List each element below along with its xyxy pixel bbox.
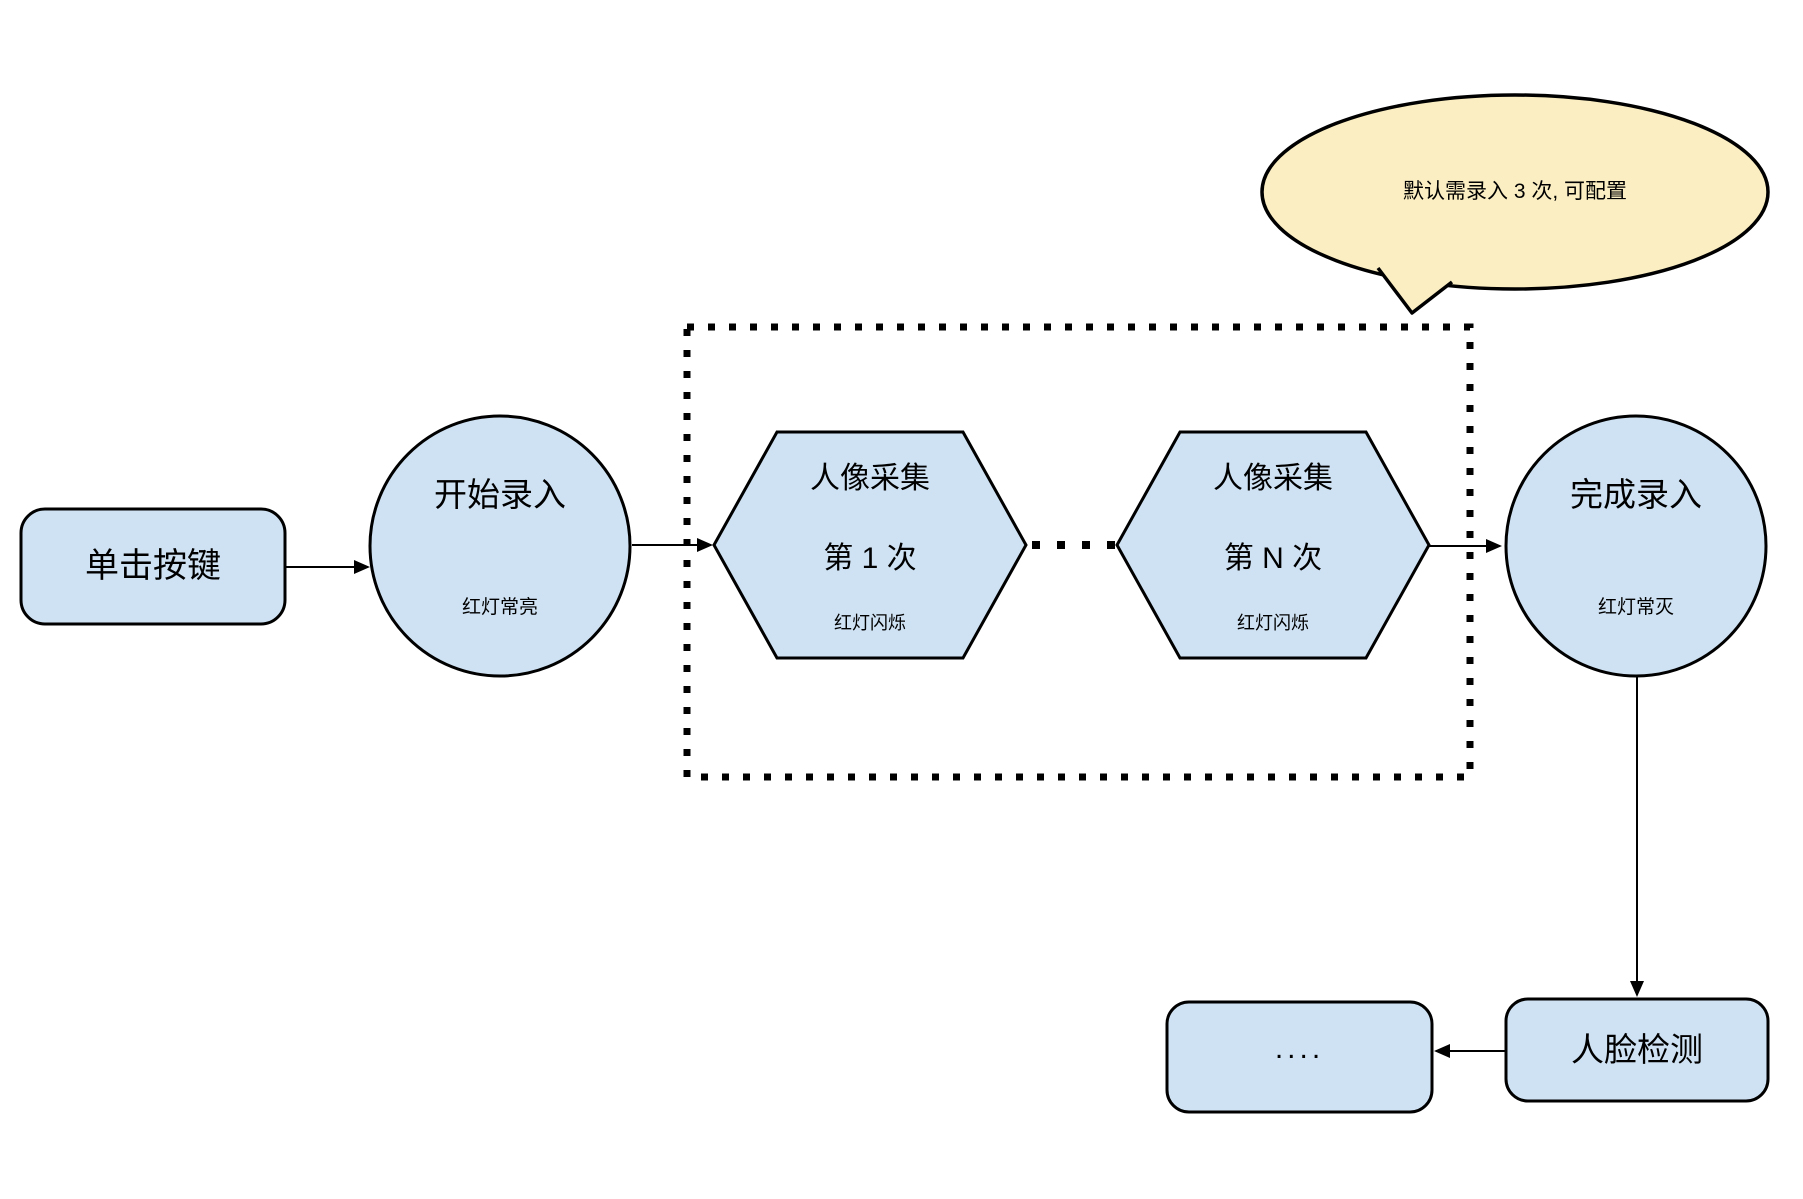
- click-button-label: 单击按键: [85, 546, 221, 585]
- finish-entry-shape: [1504, 414, 1768, 678]
- capture-first-status: 红灯闪烁: [834, 613, 906, 633]
- capture-first-title: 人像采集: [810, 462, 930, 495]
- face-detection-label: 人脸检测: [1571, 1031, 1703, 1069]
- capture-nth-count: 第 N 次: [1223, 542, 1323, 575]
- continuation-label: ....: [1274, 1031, 1325, 1065]
- start-entry-status: 红灯常亮: [461, 597, 538, 618]
- finish-entry-status: 红灯常灭: [1597, 597, 1674, 618]
- capture-nth-title: 人像采集: [1213, 462, 1333, 495]
- face-detection-shape: [1504, 997, 1770, 1103]
- start-entry-label: 开始录入: [434, 476, 566, 513]
- capture-first-count: 第 1 次: [823, 542, 917, 575]
- capture-group-dotted-border: [683, 323, 1474, 781]
- capture-nth-status: 红灯闪烁: [1237, 613, 1309, 633]
- capture-first-hexagon-shape: [712, 430, 1028, 660]
- start-entry-shape: [368, 414, 632, 678]
- continuation-shape: [1165, 1000, 1434, 1114]
- finish-entry-label: 完成录入: [1570, 476, 1702, 513]
- callout-bubble-shape: [1260, 93, 1770, 291]
- capture-nth-hexagon-shape: [1115, 430, 1431, 660]
- click-button-shape: [19, 507, 287, 626]
- callout-bubble-tail: [1376, 266, 1454, 315]
- callout-bubble-text: 默认需录入 3 次, 可配置: [1402, 180, 1628, 203]
